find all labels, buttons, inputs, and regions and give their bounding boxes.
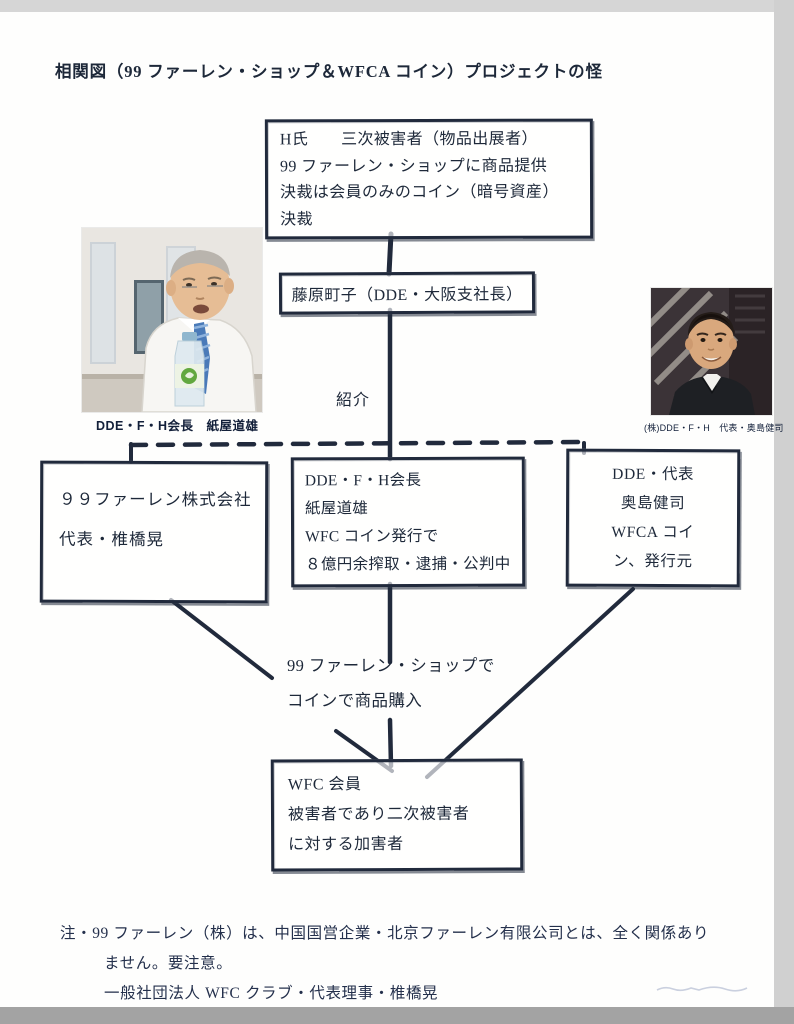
purchase-annotation-line: 99 ファーレン・ショップで	[287, 656, 495, 675]
box-kamiya: DDE・F・H会長 紙屋道雄 WFC コイン発行で ８億円余搾取・逮捕・公判中	[290, 456, 526, 588]
box-okushima-line: 奥島健司	[620, 494, 686, 513]
box-okushima-line: WFCA コイ	[611, 523, 695, 542]
box-farren99-line: ９９ファーレン株式会社	[59, 489, 252, 510]
box-wfc-member-line: に対する加害者	[288, 835, 404, 854]
box-victim-line: 99 ファーレン・ショップに商品提供	[279, 157, 548, 175]
box-kamiya-line: 紙屋道雄	[304, 500, 369, 518]
photo-okushima	[651, 288, 772, 415]
scan-edge-right	[774, 0, 794, 1024]
box-victim-line: H氏 三次被害者（物品出展者）	[279, 130, 538, 149]
footnote-line: ません。要注意。	[104, 955, 233, 972]
pen-smudge	[656, 986, 748, 992]
box-wfc-member-line: WFC 会員	[287, 776, 362, 794]
purchase-annotation-line: コインで商品購入	[287, 691, 423, 710]
photo-kamiya	[82, 228, 262, 412]
box-okushima: DDE・代表 奥島健司 WFCA コイ ン、発行元	[565, 448, 741, 588]
box-okushima-line: DDE・代表	[612, 465, 695, 484]
box-wfc-member: WFC 会員 被害者であり二次被害者 に対する加害者	[270, 758, 524, 872]
photo-kamiya-caption: DDE・F・H会長 紙屋道雄	[96, 419, 259, 433]
box-victim-line: 決裁は会員のみのコイン（暗号資産）	[280, 183, 559, 202]
box-fujiwara: 藤原町子（DDE・大阪支社長）	[278, 271, 536, 315]
purchase-annotation: 99 ファーレン・ショップで コインで商品購入	[287, 648, 495, 718]
box-victim-line: 決裁	[280, 210, 313, 228]
box-kamiya-line: WFC コイン発行で	[305, 527, 439, 546]
box-okushima-line: ン、発行元	[612, 552, 693, 571]
footnote-line: 一般社団法人 WFC クラブ・代表理事・椎橋晃	[104, 985, 439, 1002]
box-kamiya-line: ８億円余搾取・逮捕・公判中	[305, 555, 511, 574]
scan-edge-bottom	[0, 1007, 794, 1024]
footnote-line: 注・99 ファーレン（株）は、中国国営企業・北京ファーレン有限公司とは、全く関係…	[60, 925, 710, 942]
box-farren99-line: 代表・椎橋晃	[58, 529, 165, 550]
box-fujiwara-label: 藤原町子（DDE・大阪支社長）	[291, 286, 523, 305]
photo-okushima-caption: (株)DDE・F・H 代表・奥島健司	[644, 423, 784, 433]
footnote: 注・99 ファーレン（株）は、中国国営企業・北京ファーレン有限公司とは、全く関係…	[60, 919, 766, 1009]
box-victim-h: H氏 三次被害者（物品出展者） 99 ファーレン・ショップに商品提供 決裁は会員…	[264, 118, 594, 240]
box-wfc-member-line: 被害者であり二次被害者	[287, 805, 470, 824]
page-title: 相関図（99 ファーレン・ショップ＆WFCA コイン）プロジェクトの怪	[55, 62, 603, 81]
box-kamiya-line: DDE・F・H会長	[304, 471, 422, 490]
scan-edge-top	[0, 0, 794, 12]
box-farren99: ９９ファーレン株式会社 代表・椎橋晃	[39, 460, 269, 604]
intro-label: 紹介	[336, 392, 371, 409]
